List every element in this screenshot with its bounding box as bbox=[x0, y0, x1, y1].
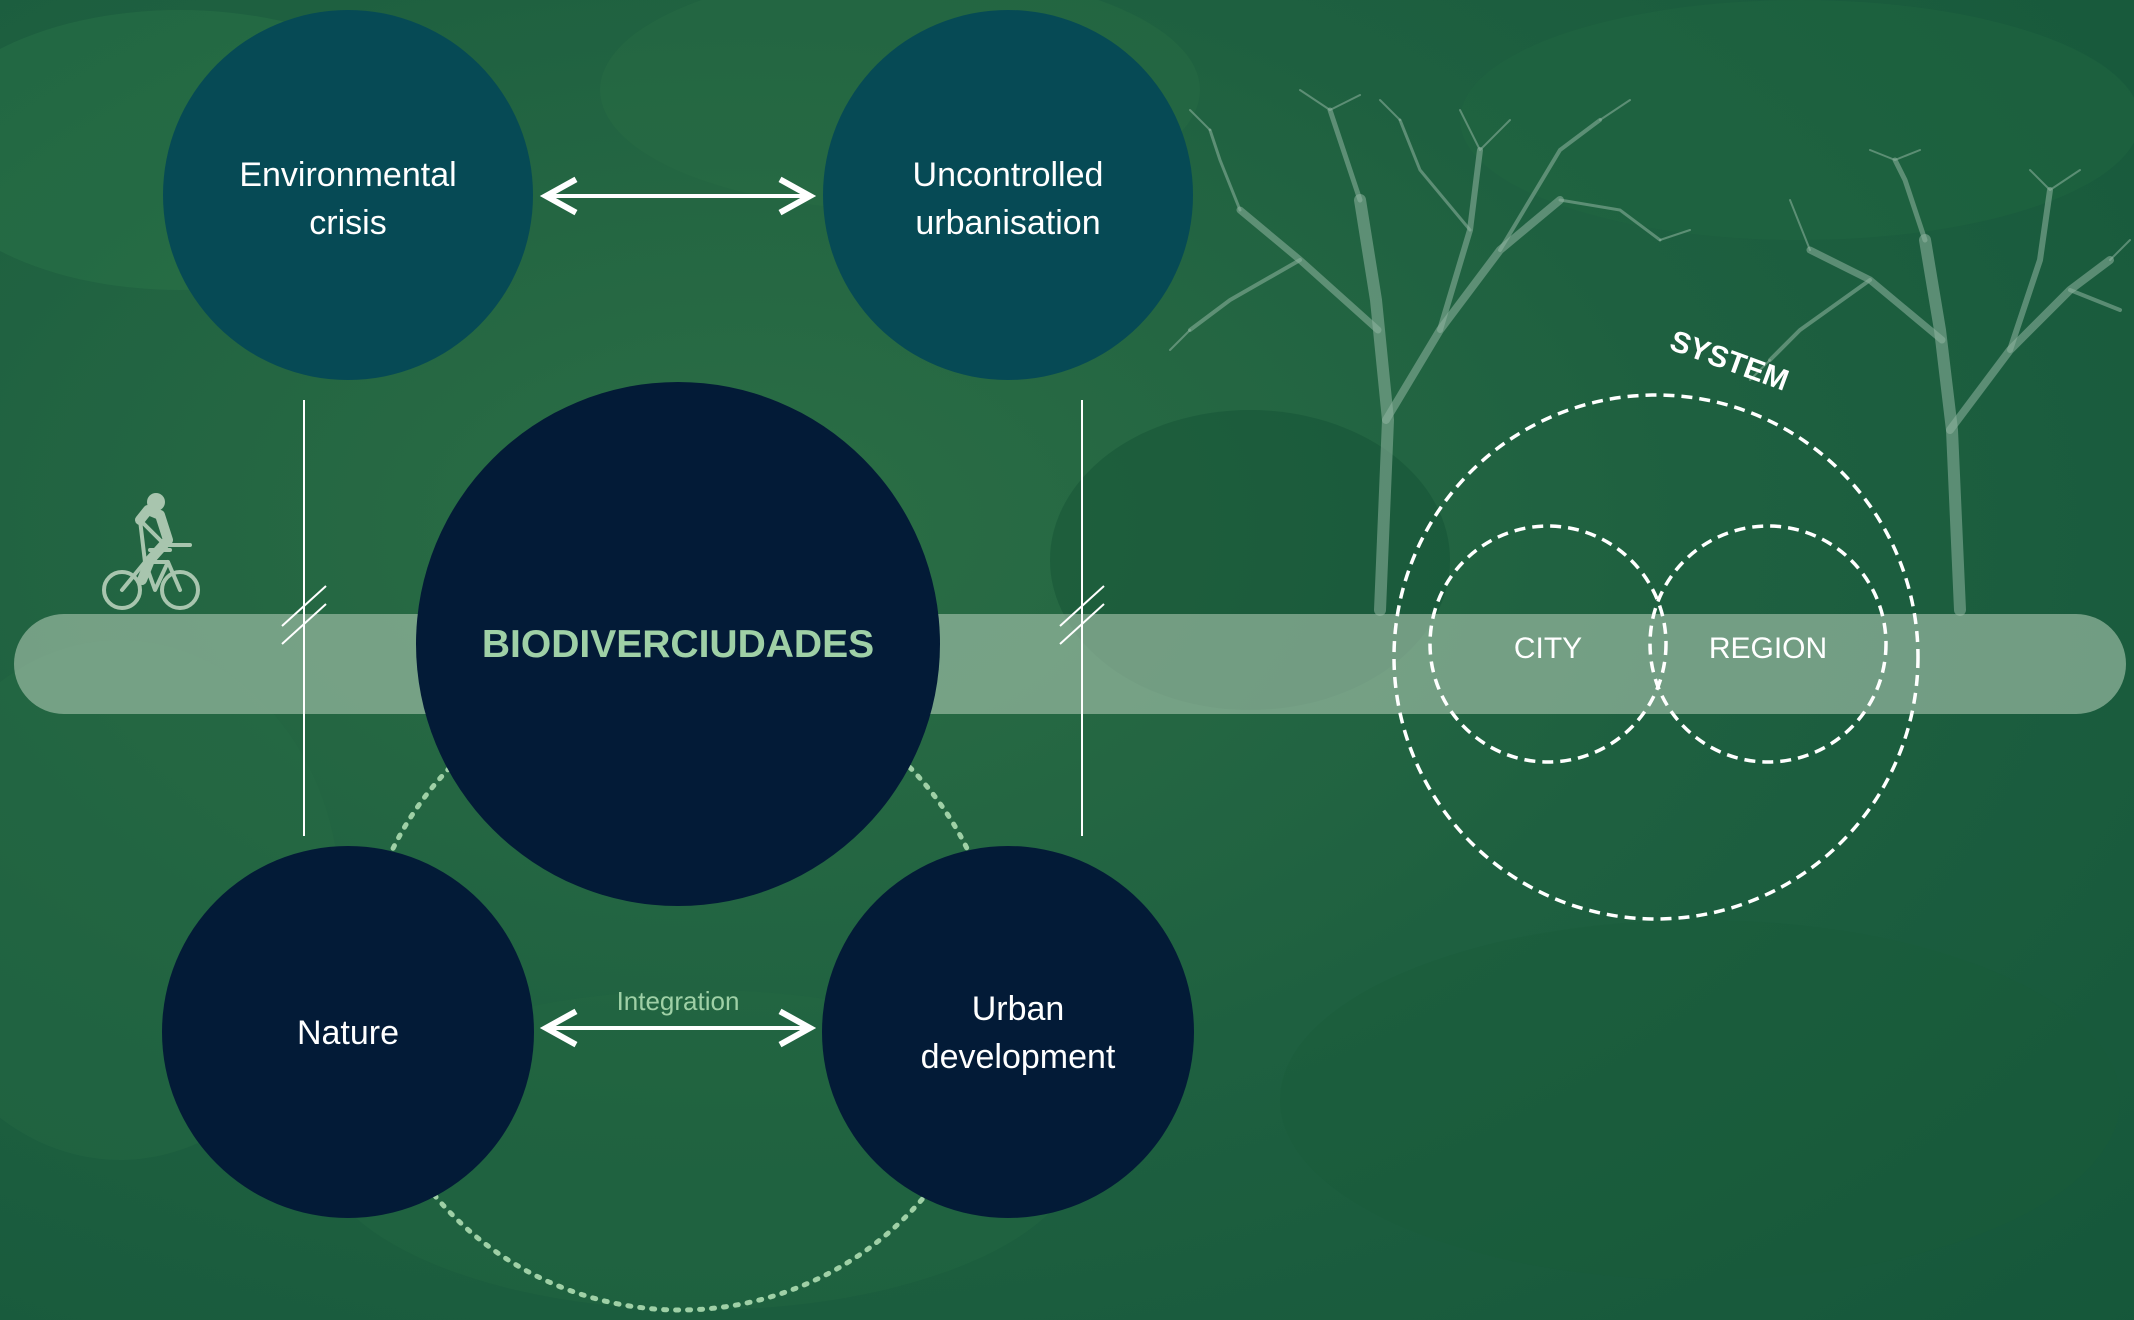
city-label: CITY bbox=[1514, 632, 1582, 665]
uncontrolled-urbanisation-label-line1: Uncontrolled bbox=[913, 156, 1104, 194]
uncontrolled-urbanisation-label-line2: urbanisation bbox=[915, 204, 1100, 242]
uncontrolled-urbanisation-node bbox=[823, 10, 1193, 380]
system-circle bbox=[1392, 393, 1920, 921]
biodiverciudades-label: BIODIVERCIUDADES bbox=[482, 623, 874, 666]
city-circle bbox=[1428, 524, 1668, 764]
region-label: REGION bbox=[1709, 632, 1827, 665]
break-mark-left-icon bbox=[281, 585, 327, 645]
tree-right-icon bbox=[1749, 149, 2131, 616]
nature-node bbox=[162, 846, 534, 1218]
urban-development-label-line1: Urban bbox=[972, 990, 1065, 1028]
urban-development-label-line2: development bbox=[921, 1038, 1116, 1076]
environmental-crisis-label-line1: Environmental bbox=[239, 156, 456, 194]
region-circle bbox=[1648, 524, 1888, 764]
environmental-crisis-label-line2: crisis bbox=[309, 204, 386, 242]
tree-left-icon bbox=[1169, 89, 1691, 616]
environmental-crisis-node bbox=[163, 10, 533, 380]
break-mark-right-icon bbox=[1059, 585, 1105, 645]
biodiverciudades-node bbox=[416, 382, 940, 906]
integration-label: Integration bbox=[617, 986, 740, 1016]
cyclist-icon bbox=[102, 493, 200, 610]
nature-label: Nature bbox=[297, 1014, 399, 1052]
urban-development-node bbox=[822, 846, 1194, 1218]
